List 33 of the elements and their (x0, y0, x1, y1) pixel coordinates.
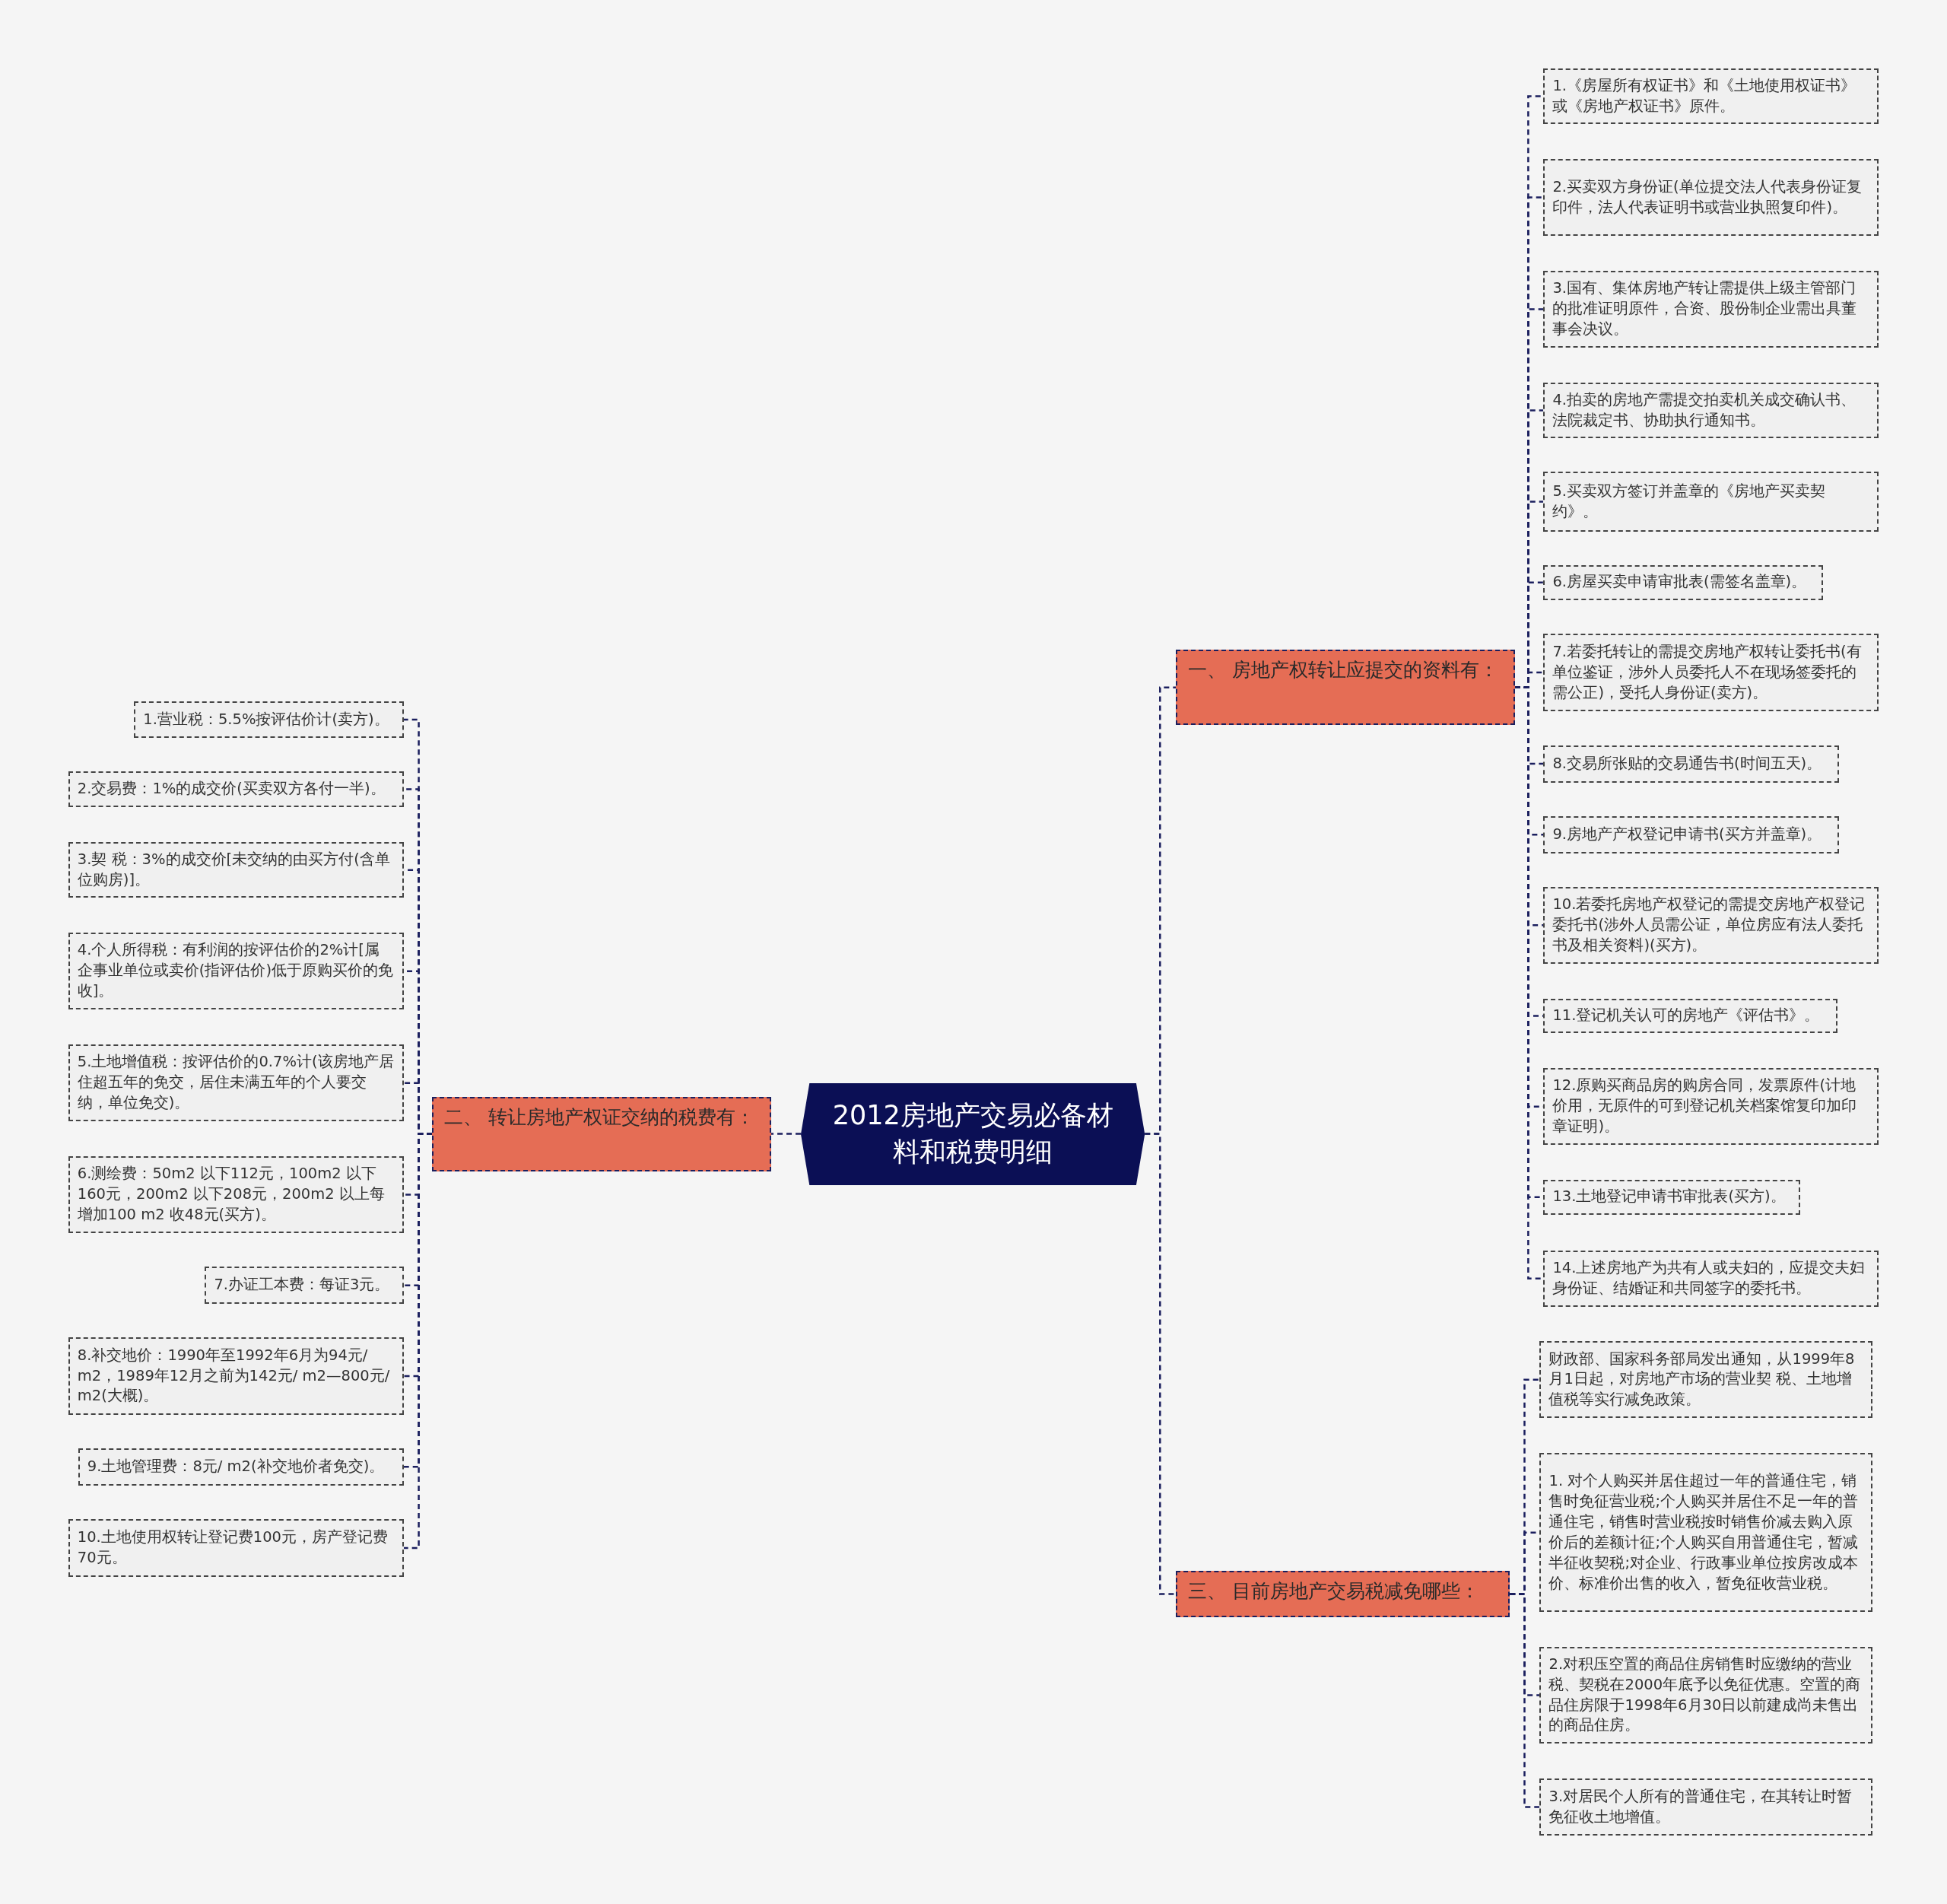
note-box: 5.土地增值税：按评估价的0.7%计(该房地产居住超五年的免交，居住未满五年的个人要交纳，单位免交)。 (68, 1044, 404, 1122)
note-box: 7.办证工本费：每证3元。 (205, 1267, 404, 1305)
note-box: 2.交易费：1%的成交价(买卖双方各付一半)。 (68, 771, 404, 808)
note-box: 4.拍卖的房地产需提交拍卖机关成交确认书、法院裁定书、协助执行通知书。 (1543, 382, 1879, 439)
note-box: 14.上述房地产为共有人或夫妇的，应提交夫妇身份证、结婚证和共同签字的委托书。 (1543, 1251, 1879, 1307)
note-box: 财政部、国家科务部局发出通知，从1999年8月1日起，对房地产市场的营业契 税、土地增值税等实行减免政策。 (1539, 1341, 1873, 1419)
note-box: 10.土地使用权转让登记费100元，房产登记费70元。 (68, 1518, 404, 1578)
note-box: 2.对积压空置的商品住房销售时应缴纳的营业税、契税在2000年底予以免征优惠。空置的商品住房限于1998年6月30日以前建成尚未售出的商品住房。 (1539, 1646, 1873, 1744)
branch-box: 一、 房地产权转让应提交的资料有： (1176, 649, 1515, 726)
note-box: 10.若委托房地产权登记的需提交房地产权登记委托书(涉外人员需公证，单位房应有法人委托书及相关资料)(买方)。 (1543, 886, 1879, 964)
branch-box: 三、 目前房地产交易税减免哪些： (1176, 1571, 1510, 1617)
note-box: 6.房屋买卖申请审批表(需签名盖章)。 (1543, 564, 1823, 600)
note-box: 4.个人所得税：有利润的按评估价的2%计[属企事业单位或卖价(指评估价)低于原购买价的免收]。 (68, 933, 404, 1010)
note-box: 12.原购买商品房的购房合同，发票原件(计地价用，无原件的可到登记机关档案馆复印加印章证明)。 (1543, 1068, 1879, 1146)
note-box: 3.国有、集体房地产转让需提供上级主管部门的批准证明原件，合资、股份制企业需出具董事会决议。 (1543, 270, 1879, 348)
note-box: 6.测绘费：50m2 以下112元，100m2 以下160元，200m2 以下208元，200m2 以上每增加100 m2 收48元(买方)。 (68, 1156, 404, 1234)
note-box: 1.《房屋所有权证书》和《土地使用权证书》或《房地产权证书》原件。 (1543, 68, 1879, 125)
note-box: 5.买卖双方签订并盖章的《房地产买卖契约》。 (1543, 472, 1879, 532)
note-box: 8.补交地价：1990年至1992年6月为94元/ m2，1989年12月之前为142元/ m2—800元/ m2(大概)。 (68, 1337, 404, 1415)
note-box: 11.登记机关认可的房地产《评估书》。 (1543, 998, 1838, 1034)
note-box: 1.营业税：5.5%按评估价计(卖方)。 (134, 701, 404, 738)
note-box: 8.交易所张贴的交易通告书(时间五天)。 (1543, 745, 1839, 783)
note-box: 3.对居民个人所有的普通住宅，在其转让时暂免征收土地增值。 (1539, 1778, 1873, 1836)
note-box: 3.契 税：3%的成交价[未交纳的由买方付(含单位购房)]。 (68, 841, 404, 898)
note-box: 2.买卖双方身份证(单位提交法人代表身份证复印件，法人代表证明书或营业执照复印件)。 (1543, 158, 1879, 237)
branch-box: 二、 转让房地产权证交纳的税费有： (432, 1096, 771, 1171)
connector-line (1510, 1593, 1540, 1808)
note-box: 7.若委托转让的需提交房地产权转让委托书(有单位鉴证，涉外人员委托人不在现场签委托的需公正)，受托人身份证(卖方)。 (1543, 633, 1879, 712)
note-box: 9.土地管理费：8元/ m2(补交地价者免交)。 (78, 1448, 404, 1486)
note-box: 1. 对个人购买并居住超过一年的普通住宅，销售时免征营业税;个人购买并居住不足一年的普通住宅，销售时营业税按时销售价减去购入原价后的差额计征;个人购买自用普通住宅，暂减半征收契税;对企业、行政事业单位按房改成本价、标准价出售的收入，暂免征收营业税。 (1539, 1453, 1873, 1613)
connector-line (770, 1133, 802, 1135)
note-box: 13.土地登记申请书审批表(买方)。 (1543, 1180, 1801, 1215)
note-box: 9.房地产产权登记申请书(买方并盖章)。 (1543, 815, 1839, 853)
